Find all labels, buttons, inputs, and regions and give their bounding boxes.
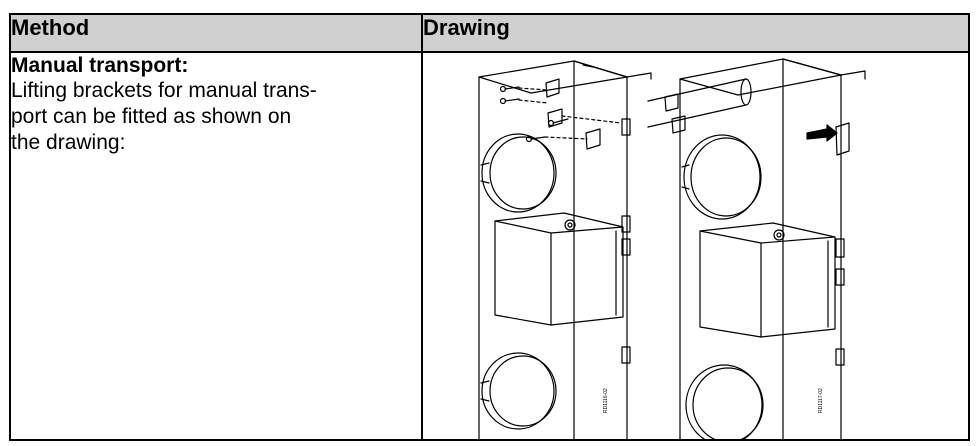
method-column-header: Method	[9, 13, 423, 53]
right-unit-illustration: RD1117-02	[647, 58, 866, 438]
method-title: Manual transport:	[11, 54, 189, 77]
right-drawing-code: RD1117-02	[818, 388, 824, 413]
method-cell: Manual transport: Lifting brackets for m…	[9, 51, 423, 441]
method-line-1: Lifting brackets for manual trans-	[11, 79, 317, 102]
method-line-2: port can be fitted as shown on	[11, 105, 292, 128]
drawing-cell: RD1116-02	[421, 51, 970, 441]
left-drawing-code: RD1116-02	[603, 388, 609, 413]
method-line-3: the drawing:	[11, 131, 126, 154]
drawing-column-header: Drawing	[421, 13, 970, 53]
transport-method-table: Method Drawing Manual transport: Lifting…	[9, 13, 970, 441]
left-unit-illustration: RD1116-02	[478, 60, 652, 438]
lifting-bracket-drawing: RD1116-02	[478, 58, 866, 438]
